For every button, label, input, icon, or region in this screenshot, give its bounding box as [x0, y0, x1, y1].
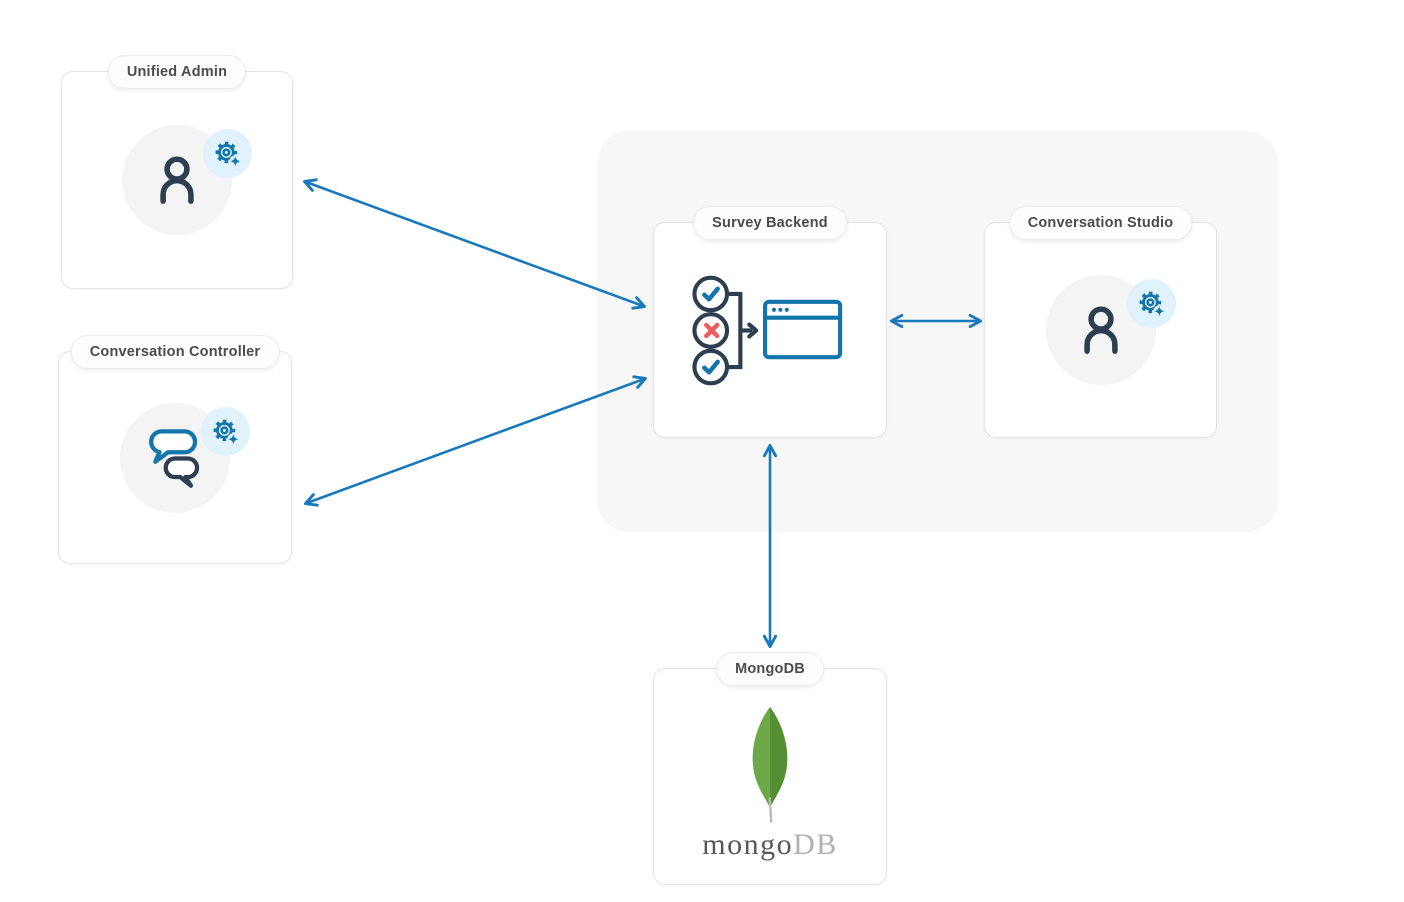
user-icon	[148, 151, 206, 209]
edge-conversation-controller-survey-backend	[304, 375, 647, 507]
edge-unified-admin-survey-backend	[303, 178, 646, 310]
chat-bubbles-icon	[149, 428, 200, 488]
gear-badge	[201, 406, 250, 456]
mongodb-leaf-icon	[752, 706, 788, 823]
node-unified-admin-label: Unified Admin	[107, 55, 247, 89]
validation-flow-browser-icon	[692, 275, 843, 385]
gear-badge	[1126, 279, 1176, 328]
node-survey-backend: Survey Backend	[653, 206, 887, 438]
node-mongodb-label: MongoDB	[716, 652, 824, 686]
node-unified-admin: Unified Admin	[61, 55, 293, 289]
gear-sparkle-icon	[213, 139, 242, 168]
browser-window-icon	[762, 299, 843, 359]
avatar-circle	[1045, 275, 1176, 385]
check-icon	[702, 359, 720, 375]
user-icon	[1072, 301, 1130, 359]
mongodb-wordmark-db: DB	[793, 827, 838, 861]
node-conversation-studio-label: Conversation Studio	[1008, 206, 1193, 240]
gear-badge	[203, 129, 252, 178]
node-conversation-studio: Conversation Studio	[984, 206, 1217, 438]
mongodb-wordmark: mongoDB	[702, 828, 838, 862]
node-survey-backend-label: Survey Backend	[693, 206, 847, 240]
x-icon	[704, 322, 720, 338]
avatar-circle	[120, 402, 250, 513]
gear-sparkle-icon	[1137, 289, 1166, 318]
node-conversation-controller: Conversation Controller	[58, 335, 292, 564]
gear-sparkle-icon	[211, 417, 240, 446]
mongodb-logo: mongoDB	[702, 692, 838, 862]
check-icon	[702, 286, 720, 301]
node-conversation-controller-label: Conversation Controller	[70, 335, 280, 369]
avatar-circle	[122, 125, 252, 235]
mongodb-wordmark-mongo: mongo	[702, 827, 794, 861]
node-mongodb: MongoDB mongoDB	[653, 652, 887, 885]
